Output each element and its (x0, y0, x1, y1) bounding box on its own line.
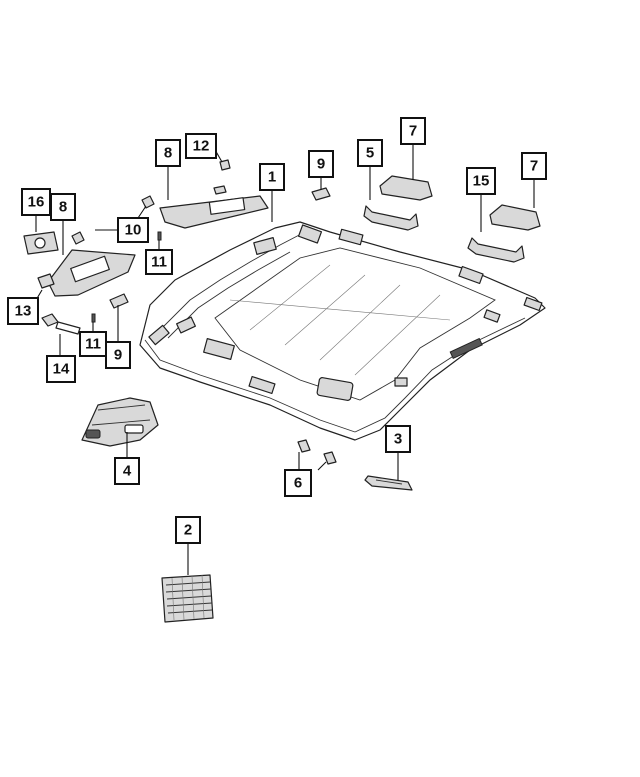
callout-9b: 9 (105, 341, 131, 369)
svg-text:5: 5 (366, 145, 374, 162)
sun-visor-left-part (47, 249, 136, 297)
retainer-part (213, 159, 231, 195)
callout-2: 2 (175, 516, 201, 544)
callout-12: 12 (185, 133, 217, 159)
overhead-console-part (81, 397, 159, 447)
handle-bracket-front-part (379, 175, 433, 201)
handle-bracket-rear-part (489, 204, 541, 231)
leader-lines (35, 144, 535, 575)
callout-14: 14 (46, 355, 76, 383)
lamp-part (41, 313, 81, 335)
svg-text:9: 9 (114, 347, 122, 364)
callout-6: 6 (284, 469, 312, 497)
callout-3: 3 (385, 425, 411, 453)
handle-rear-part (467, 237, 525, 263)
wiring-connector-part (37, 273, 55, 289)
callout-13: 13 (7, 297, 39, 325)
callout-10: 10 (117, 217, 149, 243)
callout-11a: 11 (145, 249, 173, 275)
callout-8b: 8 (50, 193, 76, 221)
headliner-part (139, 221, 546, 441)
callout-11b: 11 (79, 331, 107, 357)
svg-text:7: 7 (409, 123, 417, 140)
svg-text:7: 7 (530, 158, 538, 175)
svg-text:8: 8 (164, 145, 172, 162)
svg-text:9: 9 (317, 156, 325, 173)
callout-4: 4 (114, 457, 140, 485)
svg-text:13: 13 (15, 303, 32, 320)
svg-text:12: 12 (193, 138, 210, 155)
svg-text:15: 15 (473, 173, 490, 190)
svg-text:6: 6 (294, 475, 302, 492)
svg-text:10: 10 (125, 222, 142, 239)
svg-text:11: 11 (85, 336, 101, 353)
svg-text:4: 4 (123, 463, 132, 480)
callout-16: 16 (21, 188, 51, 216)
svg-text:16: 16 (28, 194, 45, 211)
svg-text:1: 1 (268, 169, 276, 186)
callout-1: 1 (259, 163, 285, 191)
callout-8a: 8 (155, 139, 181, 167)
callout-7b: 7 (521, 152, 547, 180)
clips-part (297, 439, 337, 465)
svg-text:14: 14 (53, 361, 70, 378)
svg-text:3: 3 (394, 431, 402, 448)
sound-pad-part (161, 574, 214, 623)
callout-5: 5 (357, 139, 383, 167)
svg-text:11: 11 (151, 254, 167, 271)
grab-handle-front-part (363, 205, 419, 231)
microphone-part (23, 231, 59, 255)
sun-visor-right-part (159, 195, 269, 229)
callout-9a: 9 (308, 150, 334, 178)
visor-bracket-part (71, 195, 155, 245)
svg-text:8: 8 (59, 199, 67, 216)
callout-15: 15 (466, 167, 496, 195)
rear-handle-part (364, 475, 413, 491)
screw-right-part (157, 231, 162, 241)
callout-7a: 7 (400, 117, 426, 145)
visor-clip-left-part (109, 293, 129, 309)
svg-text:2: 2 (184, 522, 192, 539)
screw-left-part (91, 313, 96, 323)
